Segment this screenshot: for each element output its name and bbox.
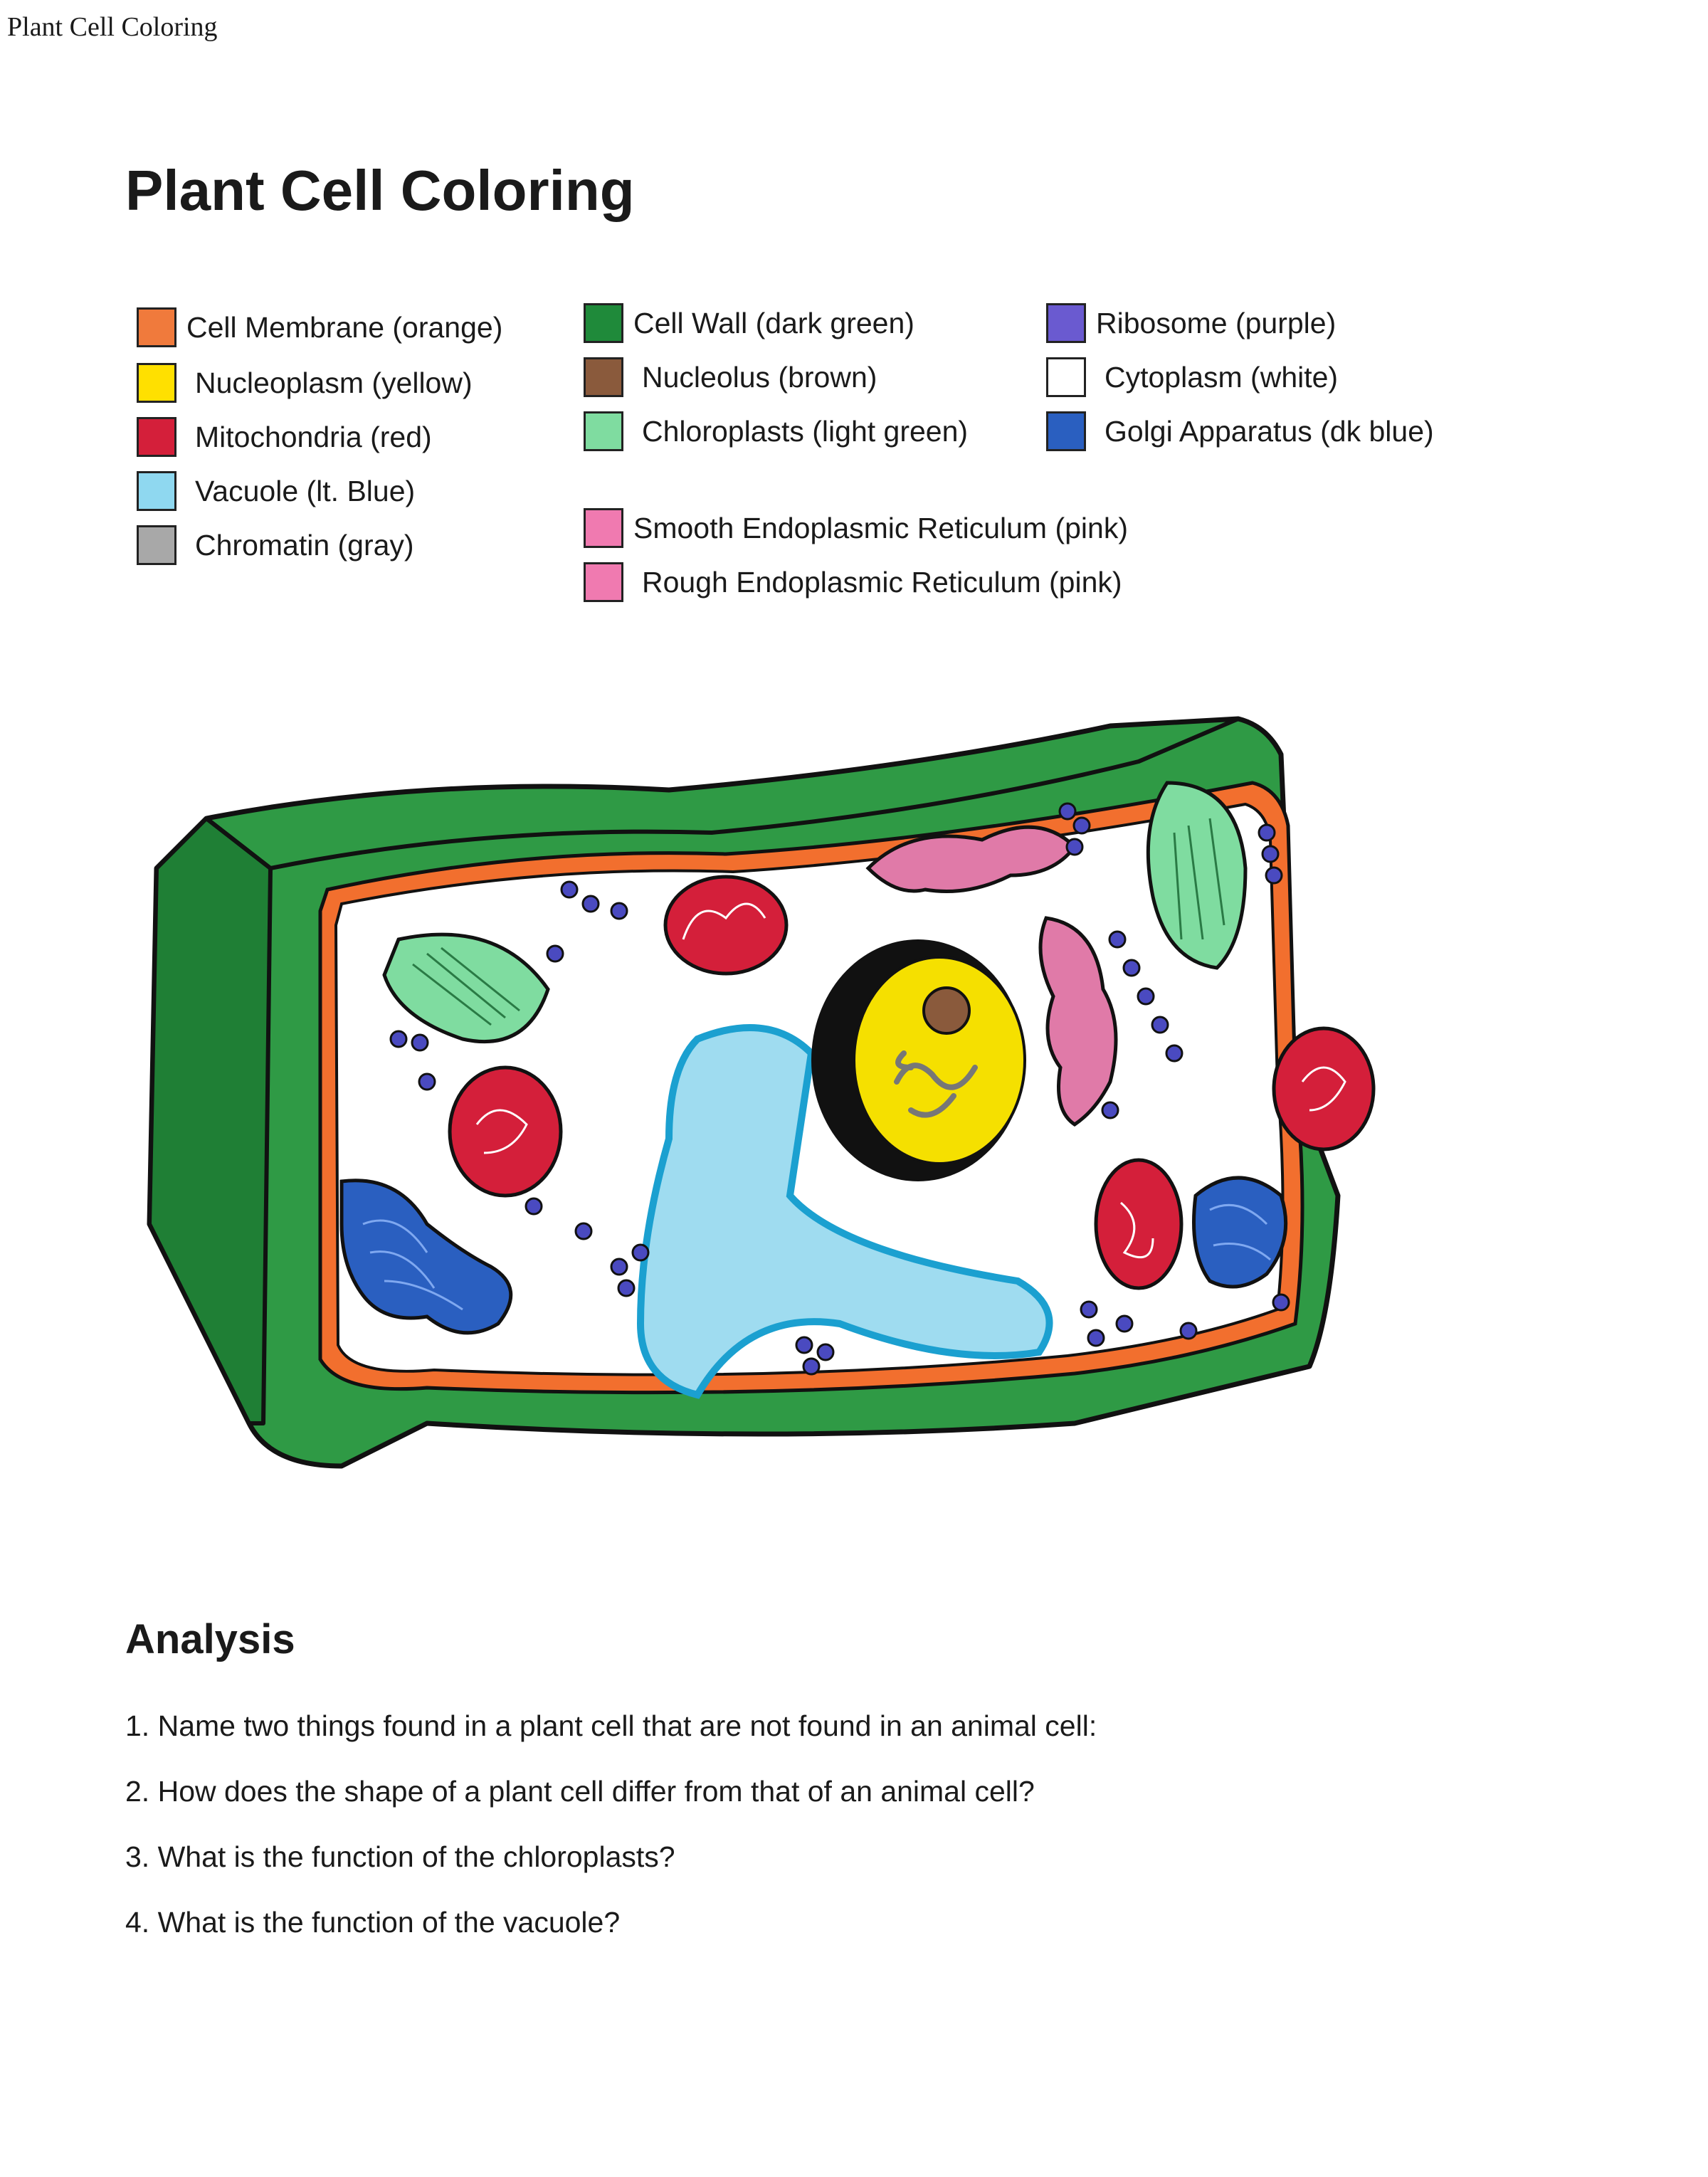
legend-item-rough-er: Rough Endoplasmic Reticulum (pink) [584,562,1122,602]
ribosome [411,1033,429,1052]
analysis-question-4: 4. What is the function of the vacuole? [125,1906,621,1939]
legend-item-vacuole: Vacuole (lt. Blue) [137,471,415,511]
legend-item-ribosome: Ribosome (purple) [1046,303,1336,343]
ribosome [524,1197,543,1216]
ribosome [1080,1300,1098,1319]
ribosome [560,880,579,899]
swatch-ribosome [1046,303,1086,343]
ribosome [816,1343,835,1361]
ribosome [610,1258,628,1276]
chloroplast [1146,781,1248,970]
ribosome [1137,987,1155,1006]
ribosome [610,902,628,920]
legend-label: Rough Endoplasmic Reticulum (pink) [642,565,1122,599]
legend-label: Smooth Endoplasmic Reticulum (pink) [633,511,1128,544]
legend-item-golgi: Golgi Apparatus (dk blue) [1046,411,1434,451]
legend-item-nucleoplasm: Nucleoplasm (yellow) [137,363,473,403]
legend-label: Cell Wall (dark green) [633,306,914,339]
vacuole [636,1024,1053,1399]
ribosome [581,895,600,913]
mitochondrion [1094,1158,1184,1290]
mitochondrion [663,875,789,976]
smooth-er [865,825,1077,893]
swatch-vacuole [137,471,176,511]
legend-item-cell-wall: Cell Wall (dark green) [584,303,914,343]
analysis-question-2: 2. How does the shape of a plant cell di… [125,1775,1035,1808]
swatch-nucleoplasm [137,363,176,403]
ribosome [1179,1322,1198,1340]
legend-item-mitochondria: Mitochondria (red) [137,417,432,457]
ribosome [1151,1016,1169,1034]
ribosome [802,1357,821,1376]
chloroplast [382,932,550,1044]
analysis-question-1: 1. Name two things found in a plant cell… [125,1709,1097,1742]
analysis-question-3: 3. What is the function of the chloropla… [125,1840,675,1873]
ribosome [1072,816,1091,835]
ribosome [1165,1044,1184,1063]
swatch-smooth-er [584,508,623,548]
legend-item-cytoplasm: Cytoplasm (white) [1046,357,1338,397]
ribosome [1087,1329,1105,1347]
golgi-apparatus [1192,1176,1288,1289]
ribosome [1261,845,1280,863]
mitochondrion [448,1065,563,1198]
swatch-mitochondria [137,417,176,457]
ribosome [617,1279,636,1297]
ribosome [418,1072,436,1091]
legend-item-cell-membrane: Cell Membrane (orange) [137,307,502,347]
ribosome [631,1243,650,1262]
legend-label: Mitochondria (red) [195,420,432,453]
legend-item-nucleolus: Nucleolus (brown) [584,357,877,397]
cell-wall-side [147,816,273,1425]
ribosome [795,1336,813,1354]
ribosome [1108,930,1127,949]
swatch-cell-membrane [137,307,176,347]
ribosome [1272,1293,1290,1312]
ribosome [1122,959,1141,977]
analysis-title: Analysis [125,1616,295,1662]
legend-label: Cell Membrane (orange) [186,310,503,344]
plant-cell-diagram [147,716,1376,1469]
rough-er [1038,916,1118,1127]
legend-item-smooth-er: Smooth Endoplasmic Reticulum (pink) [584,508,1128,548]
legend-label: Cytoplasm (white) [1105,360,1339,394]
legend-item-chromatin: Chromatin (gray) [137,525,414,565]
legend-label: Nucleoplasm (yellow) [195,366,473,399]
ribosome [1058,802,1077,821]
ribosome [1101,1101,1119,1119]
legend-label: Chloroplasts (light green) [642,414,969,448]
swatch-rough-er [584,562,623,602]
legend-label: Golgi Apparatus (dk blue) [1105,414,1434,448]
nucleolus [922,986,971,1035]
swatch-golgi [1046,411,1086,451]
legend-label: Ribosome (purple) [1096,306,1337,339]
ribosome [1115,1314,1134,1333]
legend-label: Nucleolus (brown) [642,360,877,394]
ribosome [574,1222,593,1240]
nucleus [853,956,1026,1165]
chromatin [894,1050,978,1118]
ribosome [389,1030,408,1048]
cell-wall-edge [205,717,1240,871]
ribosome [1265,866,1283,885]
legend-label: Vacuole (lt. Blue) [195,474,416,507]
ribosome [1258,823,1276,842]
page-title: Plant Cell Coloring [125,159,635,222]
ribosome [1065,838,1084,856]
swatch-nucleolus [584,357,623,397]
swatch-cell-wall [584,303,623,343]
swatch-chromatin [137,525,176,565]
golgi-apparatus [339,1179,513,1335]
swatch-cytoplasm [1046,357,1086,397]
page-header: Plant Cell Coloring [7,12,218,42]
ribosomes [389,802,1290,1376]
legend-item-chloroplasts: Chloroplasts (light green) [584,411,968,451]
mitochondrion [1272,1026,1376,1151]
swatch-chloroplasts [584,411,623,451]
legend-label: Chromatin (gray) [195,528,414,562]
ribosome [546,944,564,963]
